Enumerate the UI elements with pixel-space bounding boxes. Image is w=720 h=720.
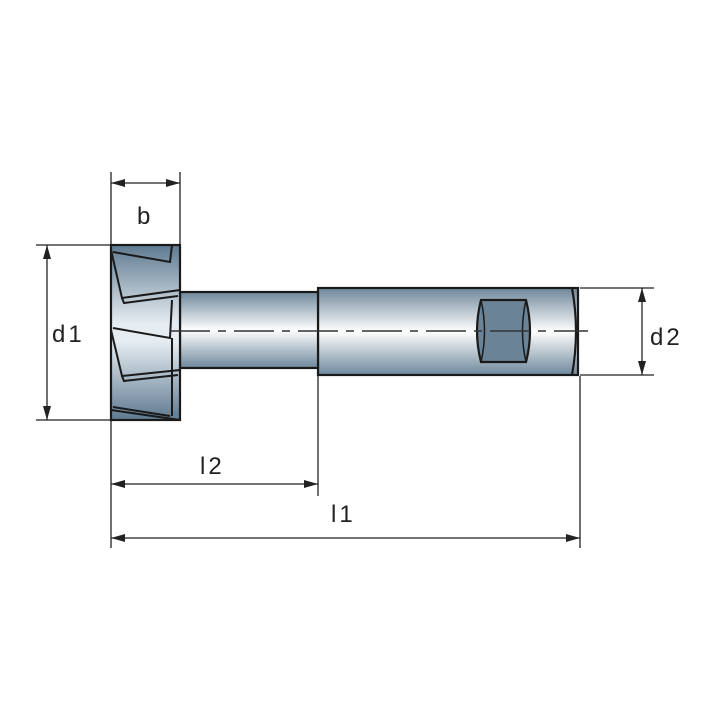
label-l1: l1 bbox=[331, 501, 356, 528]
dimension-lines bbox=[46, 182, 643, 539]
label-b: b bbox=[137, 203, 153, 230]
cutter-head bbox=[109, 243, 182, 422]
neck bbox=[178, 290, 320, 370]
label-l2: l2 bbox=[200, 453, 225, 480]
dimension-arrows bbox=[43, 179, 646, 542]
label-d2: d2 bbox=[650, 324, 683, 351]
label-d1: d1 bbox=[52, 321, 85, 348]
